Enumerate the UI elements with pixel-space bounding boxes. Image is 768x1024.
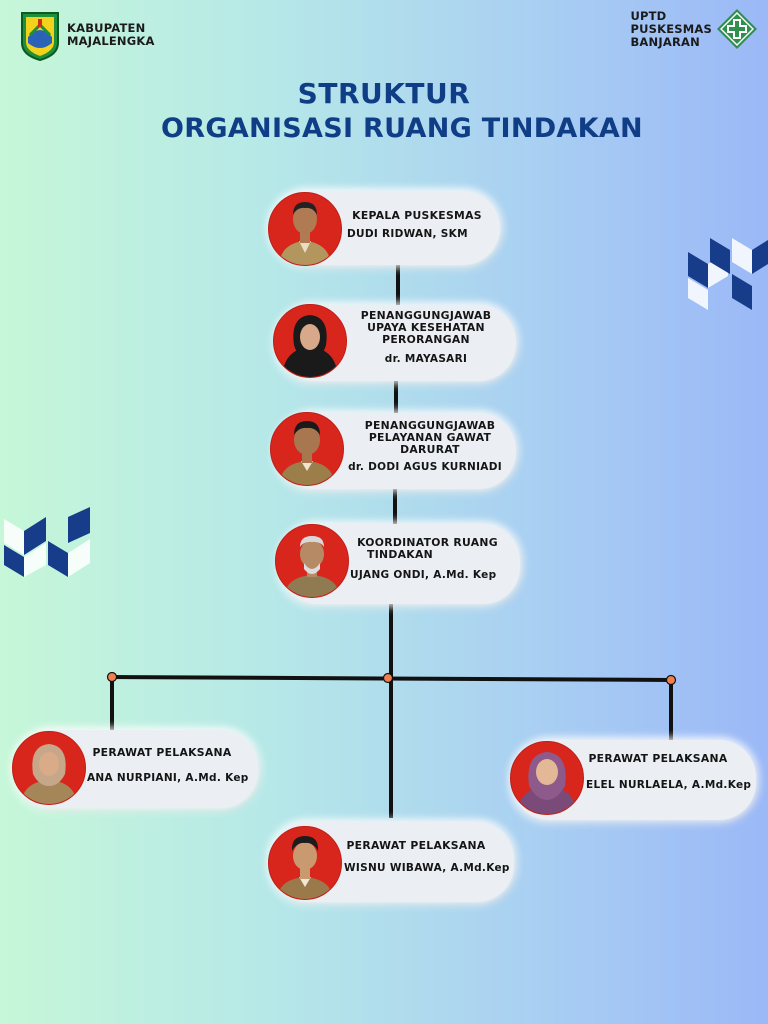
- node-0-name: DUDI RIDWAN, SKM: [347, 228, 468, 240]
- person-avatar-icon: [21, 744, 77, 804]
- puskesmas-cross-icon: [717, 9, 757, 49]
- left-logo-line1: KABUPATEN: [67, 21, 146, 35]
- connector-dot-center: [382, 672, 394, 684]
- node-4-role: PERAWAT PELAKSANA: [92, 746, 232, 759]
- decorative-pattern-right: [688, 238, 768, 310]
- node-3-name: UJANG ONDI, A.Md. Kep: [350, 569, 497, 581]
- right-logo-line1: UPTD: [630, 8, 667, 23]
- decorative-pattern-left: [4, 507, 90, 577]
- node-4-name: ANA NURPIANI, A.Md. Kep: [87, 772, 249, 784]
- node-2-role-line2: PELAYANAN GAWAT: [368, 431, 492, 444]
- photo-pj-gawat-darurat: [270, 412, 344, 486]
- person-avatar-icon: [279, 202, 331, 265]
- node-1-role-line1: PENANGGUNGJAWAB: [360, 309, 492, 322]
- photo-pj-ukp: [273, 304, 347, 378]
- node-6-role: PERAWAT PELAKSANA: [346, 839, 486, 852]
- connector-dot-right: [665, 674, 677, 686]
- person-avatar-icon: [284, 536, 340, 597]
- person-avatar-icon: [279, 421, 335, 485]
- node-6-name: WISNU WIBAWA, A.Md.Kep: [344, 862, 510, 874]
- node-1-role-line2: UPAYA KESEHATAN: [367, 321, 485, 334]
- kabupaten-majalengka-logo: KABUPATEN MAJALENGKA: [18, 9, 155, 61]
- page-title-line2: ORGANISASI RUANG TINDAKAN: [161, 113, 643, 144]
- photo-perawat-right: [510, 741, 584, 815]
- node-0-role-line1: KEPALA PUSKESMAS: [352, 209, 482, 222]
- node-2-role-line3: DARURAT: [400, 443, 460, 456]
- node-2-role-line1: PENANGGUNGJAWAB: [364, 419, 496, 432]
- photo-kepala-puskesmas: [268, 192, 342, 266]
- photo-perawat-center: [268, 826, 342, 900]
- photo-koordinator: [275, 524, 349, 598]
- node-1-name: dr. MAYASARI: [384, 353, 468, 365]
- right-logo-line2: PUSKESMAS: [630, 21, 712, 36]
- photo-perawat-left: [12, 731, 86, 805]
- node-3-role-line2: TINDAKAN: [367, 548, 433, 561]
- person-avatar-icon: [277, 836, 333, 899]
- node-1-role-line3: PERORANGAN: [382, 333, 470, 346]
- node-5-name: ELEL NURLAELA, A.Md.Kep: [586, 779, 752, 791]
- page-title-line1: STRUKTUR: [297, 77, 471, 110]
- right-logo-line3: BANJARAN: [630, 34, 700, 49]
- person-avatar-icon: [517, 752, 577, 814]
- node-2-name: dr. DODI AGUS KURNIADI: [348, 461, 502, 473]
- uptd-puskesmas-banjaran-logo: UPTD PUSKESMAS BANJARAN: [630, 8, 758, 50]
- node-3-role-line1: KOORDINATOR RUANG: [357, 536, 498, 549]
- node-5-role: PERAWAT PELAKSANA: [588, 752, 728, 765]
- person-avatar-icon: [282, 315, 338, 377]
- majalengka-emblem-icon: [21, 12, 59, 61]
- left-logo-line2: MAJALENGKA: [67, 34, 155, 48]
- connector-dot-left: [106, 671, 118, 683]
